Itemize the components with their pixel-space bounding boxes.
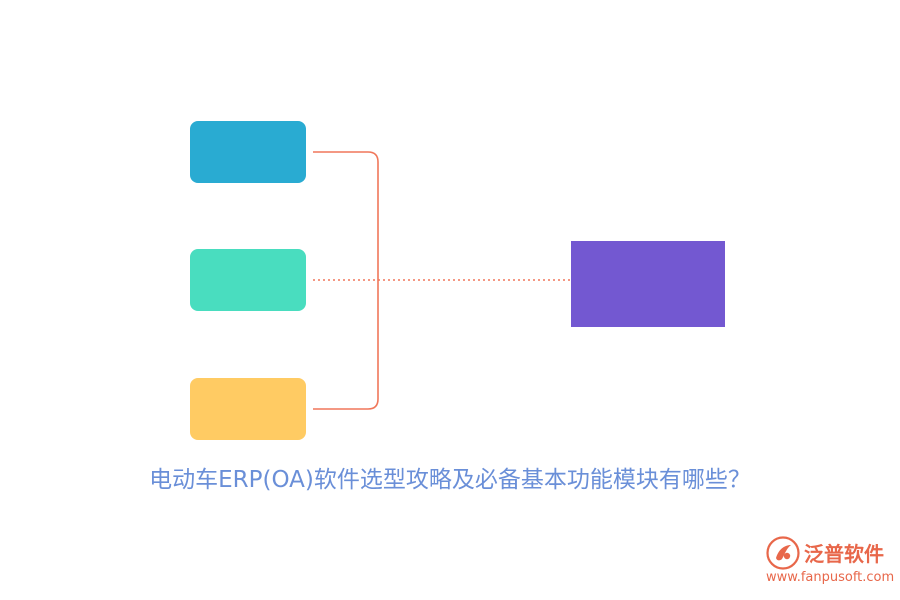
- brand-url: www.fanpusoft.com: [766, 570, 895, 585]
- watermark: 泛普软件 www.fanpusoft.com: [766, 534, 894, 590]
- blue-node: [190, 121, 306, 183]
- page-title: 电动车ERP(OA)软件选型攻略及必备基本功能模块有哪些？: [149, 467, 751, 493]
- brand-logo-icon: [766, 536, 800, 570]
- brand-name: 泛普软件: [804, 542, 884, 566]
- purple-node: [571, 241, 725, 327]
- green-node: [190, 249, 306, 311]
- connector-yellow-to-purple: [313, 280, 379, 410]
- connector-blue-to-purple: [313, 151, 379, 280]
- yellow-node: [190, 378, 306, 440]
